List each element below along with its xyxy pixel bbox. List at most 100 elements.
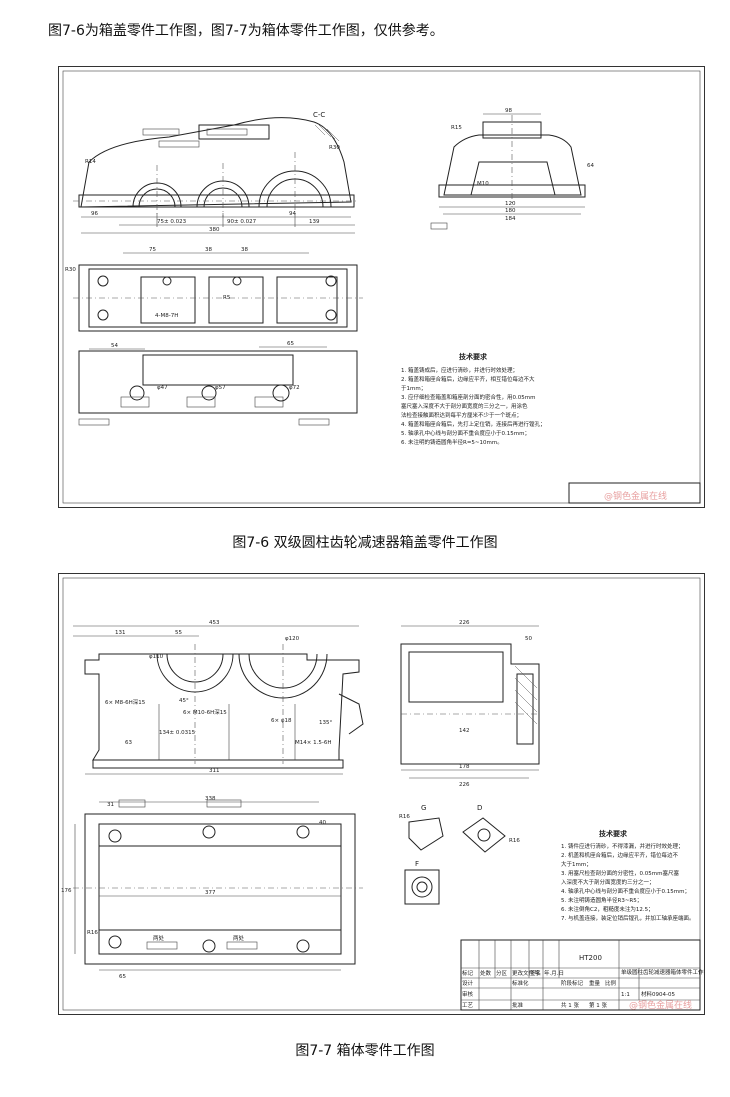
dim-380: 380 xyxy=(209,227,220,233)
dim-75b: 75 xyxy=(149,247,156,253)
tb-std: 标准化 xyxy=(512,979,529,987)
label-45deg: 45° xyxy=(179,698,189,704)
tb-ratio: 比例 xyxy=(605,979,617,987)
dim-40: 40 xyxy=(319,820,326,826)
label-m14: M14× 1.5-6H xyxy=(295,740,331,746)
figure-7-6-drawing: 96 94 75± 0.023 90± 0.027 139 380 R14 C-… xyxy=(58,66,705,508)
tech-req-title-1: 技术要求 xyxy=(459,352,488,361)
dim-38a: 38 xyxy=(205,247,212,253)
dim-75: 75± 0.023 xyxy=(157,219,187,225)
tech-req-title-2: 技术要求 xyxy=(599,829,628,838)
cover-top-view: 75 38 38 4-M8-7H R5 R30 xyxy=(65,247,363,332)
title-material: HT200 xyxy=(579,954,602,962)
tb-approve: 批准 xyxy=(512,1001,524,1009)
view-d-label: D xyxy=(477,804,482,812)
label-r30b: R30 xyxy=(65,267,76,273)
tech-req-1-item-5: 法检查接触面积达到每平方厘米不少于一个斑点； xyxy=(401,411,522,419)
tb-cell-3: 更改文件号 xyxy=(512,969,540,977)
tb-cell-1: 处数 xyxy=(480,969,492,977)
tech-req-1-item-2: 于1mm； xyxy=(401,385,426,392)
label-134: 134± 0.0315 xyxy=(159,730,196,736)
dim-65: 65 xyxy=(119,974,126,980)
body-side-view: 226 178 226 142 50 xyxy=(400,620,540,788)
tech-req-1-item-3: 3. 应仔细检查箱盖和箱座剖分面的密合性，用0.05mm xyxy=(401,393,535,401)
dim-184: 184 xyxy=(505,216,516,222)
tech-req-2-item-4: 入深度不大于剖分面宽度的三分之一； xyxy=(561,878,655,886)
tb-cell-4: 签名 xyxy=(530,969,541,977)
dim-65: 65 xyxy=(287,341,294,347)
label-phi57: φ57 xyxy=(215,385,226,391)
tech-req-2-item-5: 4. 轴承孔中心线与剖分面不重合度应小于0.15mm； xyxy=(561,887,690,895)
dim-38b: 38 xyxy=(241,247,248,253)
section-label-cc: C-C xyxy=(313,111,325,119)
tb-cell-5: 年.月.日 xyxy=(544,969,564,977)
detail-views: G R16 D R16 F xyxy=(399,804,520,905)
title-block-2: HT200 单级圆柱齿轮减速器箱体零件工作图 材料0904-05 1:1 标记 … xyxy=(460,939,710,1011)
tech-requirements-1: 技术要求 1. 箱盖铸成后，应进行清砂，并进行时效处理； 2. 箱盖和箱座合箱后… xyxy=(401,352,546,446)
label-r16-top: R16 xyxy=(87,930,98,936)
label-r16-d: R16 xyxy=(509,838,520,844)
dim-63: 63 xyxy=(125,740,132,746)
dim-226b: 226 xyxy=(459,782,470,788)
title-block-1 xyxy=(568,482,701,504)
cover-front-view: 96 94 75± 0.023 90± 0.027 139 380 R14 C-… xyxy=(73,111,359,234)
label-m10: M10 xyxy=(477,181,489,187)
dim-226a: 226 xyxy=(459,620,470,626)
figure-7-7-drawing: 453 131 55 311 φ120 φ110 6× M8-6H深15 6× … xyxy=(58,573,710,1015)
view-f-label: F xyxy=(415,860,419,868)
dim-120: 120 xyxy=(505,201,516,207)
tech-req-2-item-7: 6. 未注倒角C2，粗糙度未注为12.5； xyxy=(561,905,654,913)
dim-96: 96 xyxy=(91,211,98,217)
watermark-1: @钢色金属在线 xyxy=(604,490,667,502)
dim-338: 338 xyxy=(205,796,216,802)
tb-review: 审核 xyxy=(462,990,474,998)
tech-requirements-2: 技术要求 1. 铸件应进行清砂，不得漆漏，并进行时效处理； 2. 机盖和机座合箱… xyxy=(561,829,695,922)
dim-55: 55 xyxy=(175,630,182,636)
tb-sheets: 共 1 张 xyxy=(561,1001,579,1009)
label-r16-g: R16 xyxy=(399,814,410,820)
dim-31: 31 xyxy=(107,802,114,808)
box-cover-drawing-svg: 96 94 75± 0.023 90± 0.027 139 380 R14 C-… xyxy=(62,70,701,504)
tb-cell-2: 分区 xyxy=(496,969,508,977)
intro-text: 图7-6为箱盖零件工作图，图7-7为箱体零件工作图，仅供参考。 xyxy=(48,23,444,39)
body-side-hatch xyxy=(514,665,538,725)
label-r5: R5 xyxy=(223,295,231,301)
tb-stage: 阶段标记 xyxy=(561,979,584,987)
tech-req-2-item-1: 2. 机盖和机座合箱后，边缘应平齐，错位每边不 xyxy=(561,851,678,859)
dim-98: 98 xyxy=(505,108,512,114)
label-r15: R15 xyxy=(451,125,462,131)
view-g-label: G xyxy=(421,804,426,812)
tech-req-1-item-6: 4. 箱盖和箱座合箱后，先打上定位销，连接后再进行镗孔； xyxy=(401,420,546,428)
label-both-sides-2: 两处 xyxy=(233,934,245,942)
tb-weight: 重量 xyxy=(589,979,601,987)
label-r14: R14 xyxy=(85,159,96,165)
title-scale: 1:1 xyxy=(621,992,630,998)
dim-377: 377 xyxy=(205,890,216,896)
label-135deg: 135° xyxy=(319,720,332,726)
label-phi72: φ72 xyxy=(289,385,300,391)
dim-131: 131 xyxy=(115,630,126,636)
dim-139: 139 xyxy=(309,219,320,225)
tech-req-1-item-4: 塞尺塞入深度不大于剖分面宽度的三分之一，用涂色 xyxy=(401,402,528,410)
label-m8: 4-M8-7H xyxy=(155,313,178,319)
cover-bottom-view: 54 65 φ47 φ57 φ72 xyxy=(78,341,358,426)
tech-req-2-item-2: 大于1mm； xyxy=(561,860,592,868)
cover-hatch xyxy=(314,124,340,142)
tech-req-1-item-8: 6. 未注明的铸造圆角半径R=5~10mm。 xyxy=(401,438,503,446)
title-drawing-no: 材料0904-05 xyxy=(641,990,675,998)
figure-7-7-caption: 图7-7 箱体零件工作图 xyxy=(295,1043,435,1059)
dim-64: 64 xyxy=(587,163,594,169)
tech-req-1-item-1: 2. 箱盖和箱座合箱后，边缘应平齐，相互错位每边不大 xyxy=(401,375,535,383)
dim-453: 453 xyxy=(209,620,220,626)
label-both-sides-1: 两处 xyxy=(153,934,165,942)
drawing-frame-2 xyxy=(62,577,701,1011)
tb-cell-0: 标记 xyxy=(462,969,474,977)
dim-50: 50 xyxy=(525,636,532,642)
label-m10: 6× M10-6H深15 xyxy=(183,708,227,716)
box-body-drawing-svg: 453 131 55 311 φ120 φ110 6× M8-6H深15 6× … xyxy=(61,577,710,1011)
label-r30: R30 xyxy=(329,145,340,151)
tech-req-2-item-6: 5. 未注明铸造圆角半径R3~R5； xyxy=(561,896,642,904)
dim-90: 90± 0.027 xyxy=(227,219,257,225)
cover-side-view: 98 120 180 184 64 R15 M10 xyxy=(430,108,594,230)
dim-311: 311 xyxy=(209,768,220,774)
